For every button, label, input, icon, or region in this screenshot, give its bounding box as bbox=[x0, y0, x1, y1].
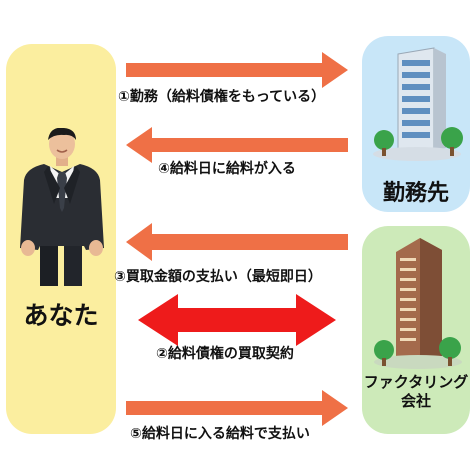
arrow-step4-shape bbox=[126, 127, 348, 163]
office-building-icon bbox=[373, 47, 463, 161]
factoring-label-line1: ファクタリング bbox=[363, 373, 469, 391]
step2-label: ②給料債権の買取契約 bbox=[156, 346, 294, 362]
arrow-step1-shape bbox=[126, 52, 348, 88]
tower-building-icon bbox=[374, 238, 462, 369]
you-label: あなた bbox=[23, 301, 99, 330]
factoring-label-line2: 会社 bbox=[400, 392, 431, 410]
arrow-step5-shape bbox=[126, 390, 348, 426]
arrow-step2-shape bbox=[138, 294, 336, 346]
step3-label: ③買取金額の支払い（最短即日） bbox=[114, 269, 322, 285]
step4-label: ④給料日に給料が入る bbox=[158, 161, 296, 177]
businessman-icon bbox=[20, 128, 104, 286]
employer-label: 勤務先 bbox=[382, 181, 449, 206]
factoring-label: ファクタリング 会社 bbox=[362, 373, 470, 411]
step5-label: ⑤給料日に入る給料で支払い bbox=[130, 426, 310, 442]
arrow-step3-shape bbox=[126, 223, 348, 261]
step1-label: ①勤務（給料債権をもっている） bbox=[118, 89, 326, 105]
